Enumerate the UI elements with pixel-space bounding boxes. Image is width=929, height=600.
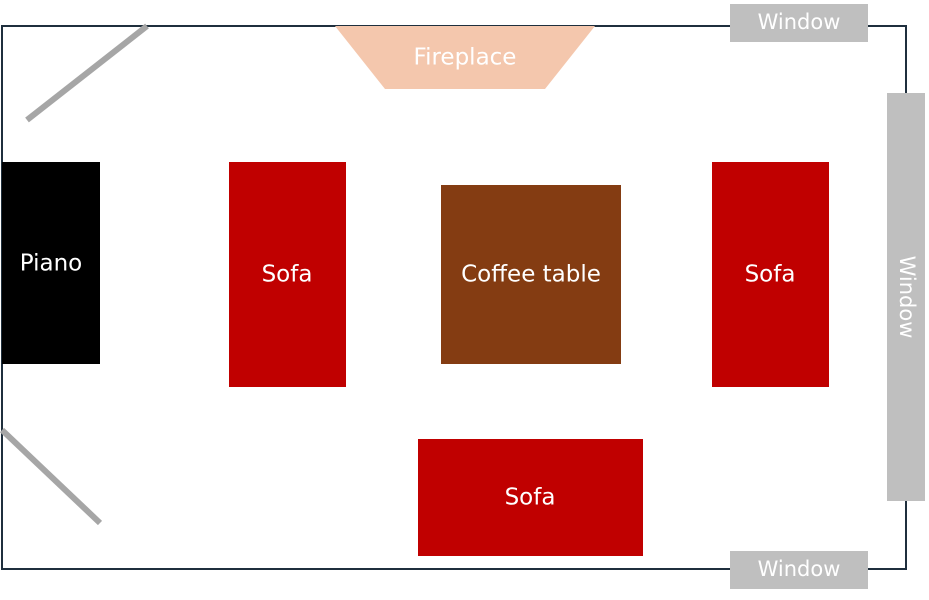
door-bottom-left [0,427,103,526]
window-top-pane [730,4,868,42]
sofa-right: Sofa [712,162,829,387]
window-right-label: Window [895,256,919,339]
sofa-bottom-label: Sofa [505,485,556,511]
coffee-table-label: Coffee table [461,262,601,288]
sofa-right-shape [712,162,829,387]
sofa-right-label: Sofa [745,262,796,288]
piano: Piano [2,162,100,364]
fireplace-shape [335,26,595,89]
sofa-bottom: Sofa [418,439,643,556]
sofa-left-shape [229,162,346,387]
door-top-left [25,23,149,123]
coffee-table-shape [441,185,621,364]
fireplace: Fireplace [335,26,595,89]
piano-label: Piano [20,251,83,277]
coffee-table: Coffee table [441,185,621,364]
sofa-left-label: Sofa [262,262,313,288]
window-bottom: Window [730,551,868,589]
sofa-bottom-shape [418,439,643,556]
sofa-left: Sofa [229,162,346,387]
window-bottom-label: Window [758,557,841,581]
window-top-label: Window [758,10,841,34]
window-top: Window [730,4,868,42]
fireplace-label: Fireplace [414,45,517,71]
window-bottom-pane [730,551,868,589]
window-right-pane [887,93,925,501]
piano-shape [2,162,100,364]
window-right: Window [887,93,925,501]
